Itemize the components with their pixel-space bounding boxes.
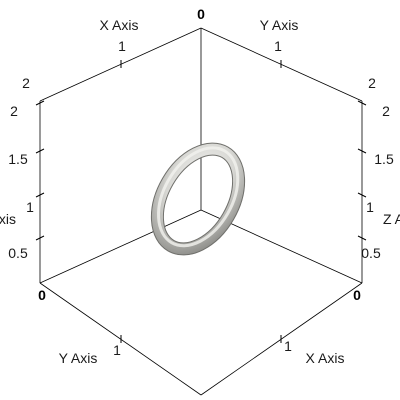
top-x-tick-label-1: 1 xyxy=(118,38,126,54)
left-z-tick-0.5 xyxy=(35,235,45,241)
right-z-tick-label-1.5: 1.5 xyxy=(374,151,394,167)
front-y-axis-title: Y Axis xyxy=(59,350,98,366)
floor-back-left-edge xyxy=(39,209,202,284)
top-origin-label: 0 xyxy=(197,6,205,22)
right-z-tick-0.5 xyxy=(357,235,367,241)
left-z-tick-1.5 xyxy=(35,148,45,154)
torus-ring[interactable] xyxy=(141,134,256,263)
front-y-tick-label-1: 1 xyxy=(113,342,121,358)
front-x-axis-title: X Axis xyxy=(306,350,345,366)
left-z-tick-label-2: 2 xyxy=(10,103,18,119)
left-top-tick-label-2: 2 xyxy=(22,75,30,91)
left-z-tick-2 xyxy=(35,100,45,106)
front-x-tick-label-1: 1 xyxy=(284,338,292,354)
left-origin-label: 0 xyxy=(38,287,46,303)
right-origin-label: 0 xyxy=(353,287,361,303)
right-z-tick-label-1: 1 xyxy=(366,199,374,215)
left-z-axis-title: Z Axis xyxy=(0,211,16,227)
right-z-tick-label-2: 2 xyxy=(382,103,390,119)
right-z-tick-1 xyxy=(357,192,367,198)
right-top-tick-label-2: 2 xyxy=(368,75,376,91)
top-y-axis-title: Y Axis xyxy=(260,17,299,33)
left-z-tick-1 xyxy=(35,192,45,198)
right-z-axis-title: Z Axis xyxy=(383,211,400,227)
top-x-axis-title: X Axis xyxy=(100,17,139,33)
left-z-tick-label-0.5: 0.5 xyxy=(8,245,28,261)
left-z-tick-label-1.5: 1.5 xyxy=(8,151,28,167)
right-z-tick-label-0.5: 0.5 xyxy=(361,245,381,261)
left-z-tick-label-1: 1 xyxy=(26,199,34,215)
right-z-tick-2 xyxy=(357,100,367,106)
top-y-tick-label-1: 1 xyxy=(274,38,282,54)
right-z-tick-1.5 xyxy=(357,148,367,154)
